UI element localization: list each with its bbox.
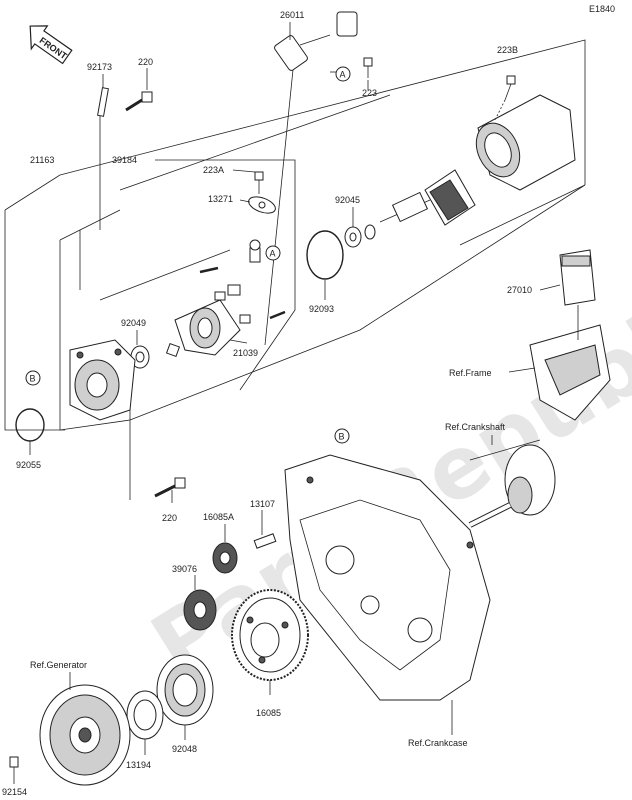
label-26011: 26011 xyxy=(280,10,304,20)
ref-crankshaft-label: Ref.Crankshaft xyxy=(445,422,506,432)
label-223: 223 xyxy=(362,88,377,98)
svg-text:B: B xyxy=(30,374,36,384)
connector-26011 xyxy=(274,11,358,71)
callout-a-lower: A xyxy=(265,245,281,261)
o-ring-92055 xyxy=(15,408,45,442)
crankcase xyxy=(284,454,491,735)
bolt-220-mid xyxy=(154,477,186,498)
frame-bracket xyxy=(529,305,611,421)
starter-cover-21163 xyxy=(69,339,136,421)
starter-motor-housing xyxy=(475,94,576,191)
diagram-code: E1840 xyxy=(589,4,615,14)
label-92048: 92048 xyxy=(172,744,197,754)
bolt-220-top xyxy=(125,91,153,112)
bolt-223b xyxy=(494,75,516,121)
label-13271: 13271 xyxy=(208,194,233,204)
bearing-13194 xyxy=(126,690,164,740)
pin-92173 xyxy=(97,87,109,117)
washer-92045 xyxy=(344,224,376,248)
label-92049: 92049 xyxy=(121,318,146,328)
callout-a-upper: A xyxy=(335,66,351,82)
label-92173: 92173 xyxy=(87,62,112,72)
leader-lines xyxy=(13,22,561,784)
shaft-13107 xyxy=(253,533,277,549)
ref-crankcase-label: Ref.Crankcase xyxy=(408,738,468,748)
svg-text:A: A xyxy=(270,249,276,259)
label-92045: 92045 xyxy=(335,195,360,205)
label-92093: 92093 xyxy=(309,304,334,314)
label-92055: 92055 xyxy=(16,460,41,470)
front-arrow: FRONT xyxy=(29,25,73,65)
label-39184: 39184 xyxy=(112,155,137,165)
label-27010: 27010 xyxy=(507,285,532,295)
bolt-223 xyxy=(363,57,373,78)
label-220-mid: 220 xyxy=(162,513,177,523)
clutch-92048 xyxy=(156,654,214,726)
callout-b-left: B xyxy=(25,370,41,386)
starter-relay-27010 xyxy=(559,249,596,306)
label-223a: 223A xyxy=(203,165,224,175)
ref-generator-label: Ref.Generator xyxy=(30,660,87,670)
assembly-bracket-lines xyxy=(4,39,586,500)
label-21039: 21039 xyxy=(233,348,258,358)
svg-text:A: A xyxy=(340,70,346,80)
callout-b-center: B xyxy=(334,428,350,444)
starter-armature xyxy=(379,169,476,226)
crankshaft xyxy=(468,435,556,528)
o-ring-92093 xyxy=(306,230,344,280)
label-16085a: 16085A xyxy=(203,512,234,522)
label-92154: 92154 xyxy=(2,787,27,797)
brush-holder-21039 xyxy=(174,239,286,356)
gear-16085 xyxy=(231,589,309,681)
washer-92049 xyxy=(130,342,181,369)
generator-rotor xyxy=(39,684,131,786)
label-13107: 13107 xyxy=(250,499,275,509)
gear-16085a xyxy=(212,542,238,574)
label-16085: 16085 xyxy=(256,708,281,718)
svg-text:B: B xyxy=(339,432,345,442)
ref-frame-label: Ref.Frame xyxy=(449,368,492,378)
gear-39076 xyxy=(183,589,217,631)
label-223b: 223B xyxy=(497,45,518,55)
bolt-92154 xyxy=(9,756,19,780)
label-39076: 39076 xyxy=(172,564,197,574)
plate-13271 xyxy=(248,171,276,214)
label-220-top: 220 xyxy=(138,57,153,67)
label-13194: 13194 xyxy=(126,760,151,770)
label-21163: 21163 xyxy=(30,155,54,165)
